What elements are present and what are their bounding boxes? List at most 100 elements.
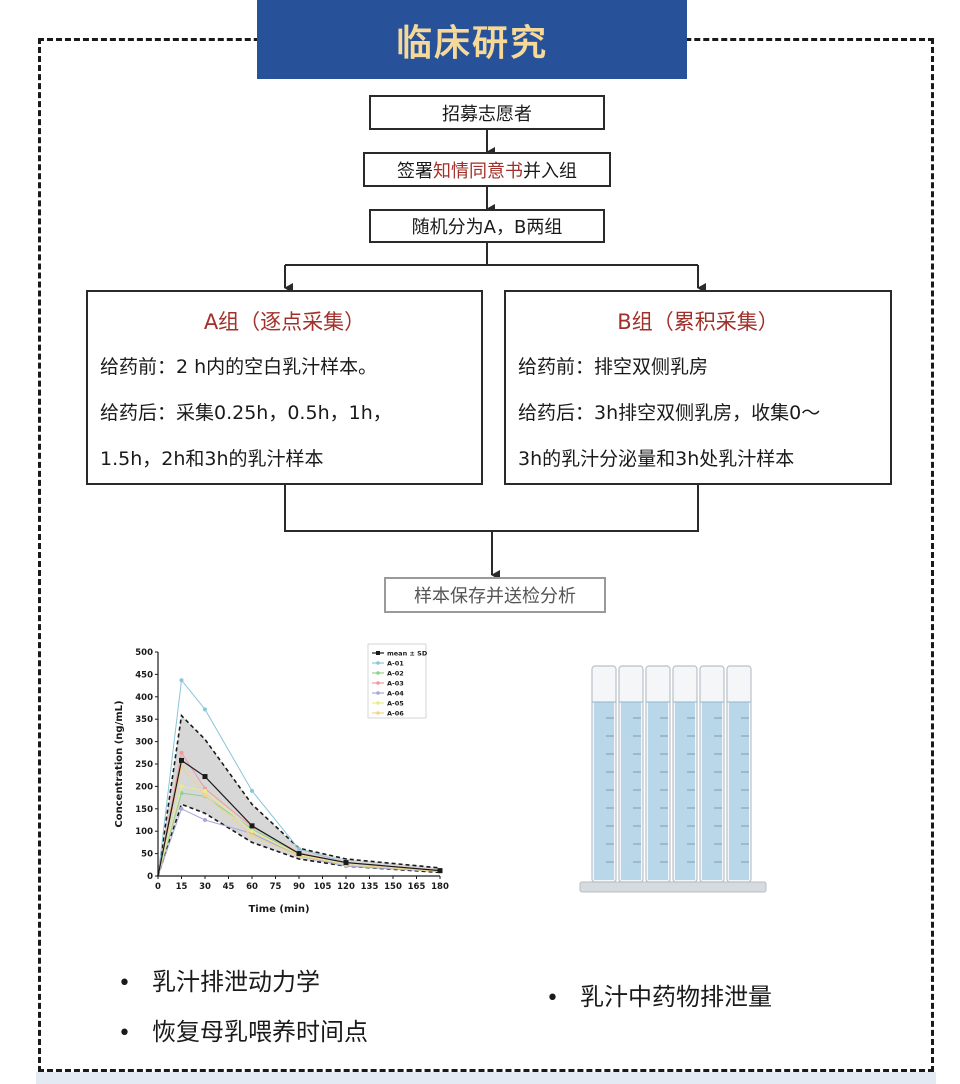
group-b-box: B组（累积采集） 给药前：排空双侧乳房 给药后：3h排空双侧乳房，收集0～ 3h… — [504, 290, 892, 485]
legend-label: mean ± SD — [387, 650, 428, 658]
bullet-dot: • — [546, 986, 559, 1011]
legend-label: A-03 — [387, 680, 404, 688]
bullet-dot: • — [118, 971, 131, 996]
x-tick-label: 0 — [155, 882, 161, 892]
y-tick-label: 450 — [135, 670, 153, 680]
x-tick-label: 15 — [176, 882, 188, 892]
data-point-A-01 — [297, 847, 301, 852]
data-point-A-04 — [203, 818, 207, 822]
bottom-band — [36, 1072, 936, 1084]
group-a-line3: 1.5h，2h和3h的乳汁样本 — [100, 448, 324, 470]
flow-connectors — [284, 130, 706, 580]
data-point-mean — [179, 757, 184, 763]
legend-marker — [376, 651, 380, 655]
x-tick-label: 120 — [337, 882, 355, 892]
data-point-A-05 — [179, 784, 184, 789]
bullet-milk-kinetics: • 乳汁排泄动力学 — [118, 962, 320, 997]
group-a-box: A组（逐点采集） 给药前：2 h内的空白乳汁样本。 给药后：采集0.25h，0.… — [86, 290, 483, 485]
y-tick-label: 50 — [141, 850, 153, 860]
x-tick-label: 60 — [246, 882, 258, 892]
tube-milk-fill — [648, 702, 668, 880]
group-b-line1: 给药前：排空双侧乳房 — [518, 356, 709, 378]
data-point-A-05 — [203, 788, 207, 793]
data-point-mean — [296, 851, 302, 857]
title-banner: 临床研究 — [257, 0, 687, 79]
legend-marker — [376, 681, 380, 685]
final-step-label: 样本保存并送检分析 — [414, 586, 576, 607]
group-b-line2: 给药后：3h排空双侧乳房，收集0～ — [518, 402, 821, 424]
x-tick-label: 105 — [314, 882, 332, 892]
tube-milk-fill — [594, 702, 614, 880]
y-tick-label: 250 — [135, 760, 153, 770]
data-point-A-01 — [203, 707, 207, 712]
tube-milk-fill — [702, 702, 722, 880]
y-tick-label: 400 — [135, 693, 153, 703]
data-point-A-01 — [250, 788, 254, 793]
step-recruit-label: 招募志愿者 — [442, 103, 532, 125]
data-point-A-01 — [179, 678, 184, 683]
data-point-A-06 — [203, 793, 207, 798]
data-point-mean — [437, 868, 443, 874]
x-tick-label: 45 — [223, 882, 235, 892]
x-tick-label: 180 — [431, 882, 449, 892]
step-randomize-label: 随机分为A，B两组 — [411, 217, 563, 238]
milk-tubes-illustration — [579, 665, 767, 893]
x-tick-label: 165 — [408, 882, 426, 892]
y-tick-label: 200 — [135, 782, 153, 792]
final-step-box: 样本保存并送检分析 — [384, 577, 606, 613]
chart-legend — [367, 643, 427, 719]
group-a-title: A组（逐点采集） — [203, 310, 366, 334]
bullet-dot: • — [118, 1021, 131, 1046]
bullet-resume-breastfeeding: • 恢复母乳喂养时间点 — [118, 1012, 368, 1047]
merge-connector — [284, 485, 699, 532]
tube-rack-base — [579, 881, 767, 893]
tube-milk-fill — [675, 702, 695, 880]
legend-label: A-04 — [387, 690, 404, 698]
pk-concentration-chart: 0 15 30 45 60 75 90 105 120 135 150 165 180 0 50 100 150… — [114, 643, 449, 915]
x-tick-label: 150 — [384, 882, 402, 892]
data-point-A-04 — [179, 806, 184, 811]
legend-label: A-01 — [387, 660, 404, 668]
bullet-milk-kinetics-text: 乳汁排泄动力学 — [152, 968, 320, 996]
tube-milk-fill — [621, 702, 641, 880]
group-a-line2: 给药后：采集0.25h，0.5h，1h， — [100, 402, 392, 424]
tube-milk-fill — [729, 702, 749, 880]
data-point-mean — [249, 823, 255, 829]
data-point-mean — [343, 860, 349, 866]
legend-label: A-02 — [387, 670, 404, 678]
x-tick-label: 135 — [361, 882, 379, 892]
step-consent-pre: 签署 — [397, 160, 433, 182]
sd-upper-line — [157, 713, 441, 877]
group-b-line3: 3h的乳汁分泌量和3h处乳汁样本 — [518, 448, 795, 470]
data-point-A-03 — [179, 750, 184, 755]
split-connector — [285, 243, 488, 266]
data-point-A-05 — [250, 829, 254, 834]
y-tick-label: 150 — [135, 805, 153, 815]
group-a-line1: 给药前：2 h内的空白乳汁样本。 — [100, 356, 378, 378]
page-title: 临床研究 — [395, 22, 548, 64]
legend-marker — [376, 671, 380, 675]
y-tick-label: 500 — [135, 648, 153, 658]
y-axis-label: Concentration (ng/mL) — [114, 700, 125, 827]
y-tick-label: 350 — [135, 715, 153, 725]
bullet-resume-breastfeeding-text: 恢复母乳喂养时间点 — [152, 1018, 368, 1046]
x-tick-label: 90 — [293, 882, 305, 892]
bullet-drug-excretion: • 乳汁中药物排泄量 — [546, 977, 772, 1012]
legend-marker — [376, 661, 380, 665]
step-consent-box: 签署知情同意书并入组 — [363, 152, 611, 187]
legend-label: A-06 — [387, 710, 404, 718]
step-consent-highlight: 知情同意书 — [433, 160, 523, 182]
step-randomize-box: 随机分为A，B两组 — [369, 209, 605, 243]
step-consent-post: 并入组 — [523, 160, 577, 182]
x-tick-label: 30 — [199, 882, 211, 892]
y-tick-label: 0 — [147, 872, 153, 882]
bullet-drug-excretion-text: 乳汁中药物排泄量 — [580, 983, 772, 1011]
legend-marker — [376, 691, 380, 695]
group-b-title: B组（累积采集） — [617, 310, 779, 334]
step-recruit-box: 招募志愿者 — [369, 95, 605, 130]
data-point-A-06 — [250, 833, 254, 838]
x-tick-label: 75 — [270, 882, 282, 892]
y-tick-label: 100 — [135, 827, 153, 837]
y-tick-label: 300 — [135, 738, 153, 748]
data-point-mean — [202, 774, 208, 780]
